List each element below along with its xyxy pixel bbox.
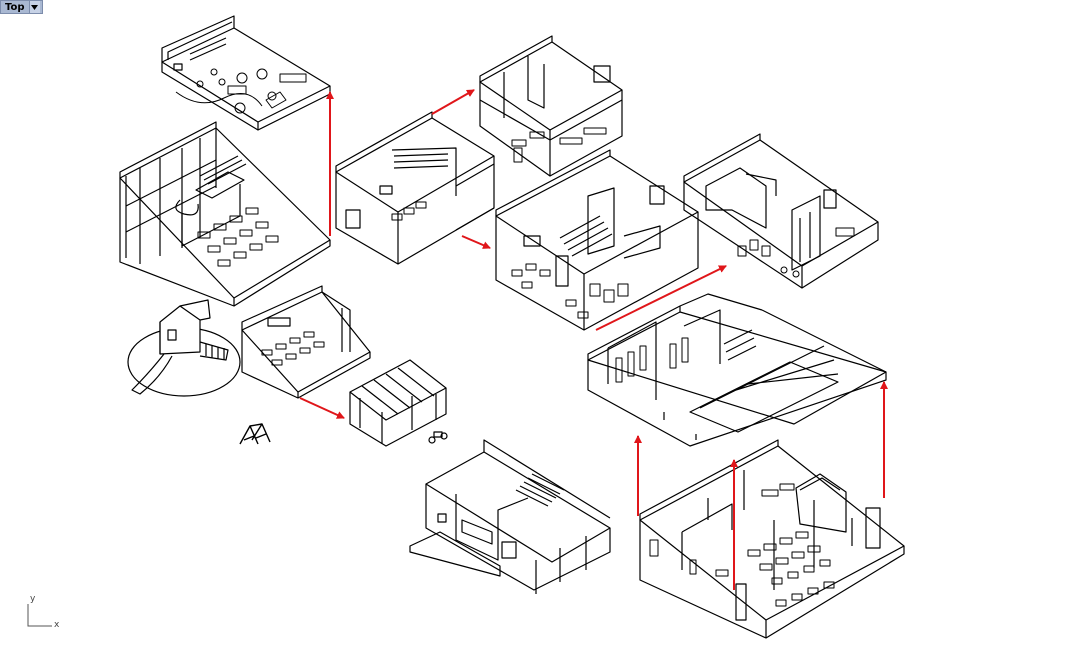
axis-x-label: x xyxy=(54,620,60,630)
model-atrium-stair xyxy=(495,149,699,331)
arrow-hall-to-offices xyxy=(431,89,475,115)
arrow-classroom-to-pergola xyxy=(299,397,345,419)
model-classroom-strip xyxy=(241,285,371,399)
model-pergola-canopy xyxy=(349,359,448,447)
model-swing-frame xyxy=(239,423,271,445)
model-entrance-hall xyxy=(335,111,495,265)
chevron-down-icon[interactable] xyxy=(28,1,40,13)
model-upper-floor-slab xyxy=(161,15,331,131)
viewport-name: Top xyxy=(5,1,25,13)
arrow-atrium-to-reading-rooms xyxy=(595,265,727,331)
viewport-title-tab[interactable]: Top xyxy=(0,0,43,14)
model-upper-offices xyxy=(479,35,623,177)
axis-widget: y x xyxy=(22,594,72,634)
model-library-double-height xyxy=(119,121,331,307)
model-reading-rooms xyxy=(683,133,879,289)
axis-y-label: y xyxy=(30,594,36,604)
model-auditorium xyxy=(587,293,887,447)
connection-arrows xyxy=(299,89,888,590)
model-ground-cafe xyxy=(409,439,611,594)
arrow-hall-to-atrium xyxy=(461,235,491,249)
model-playhouse-slide xyxy=(127,299,241,397)
model-dining-hall xyxy=(639,439,905,639)
axis-icon xyxy=(27,604,52,627)
